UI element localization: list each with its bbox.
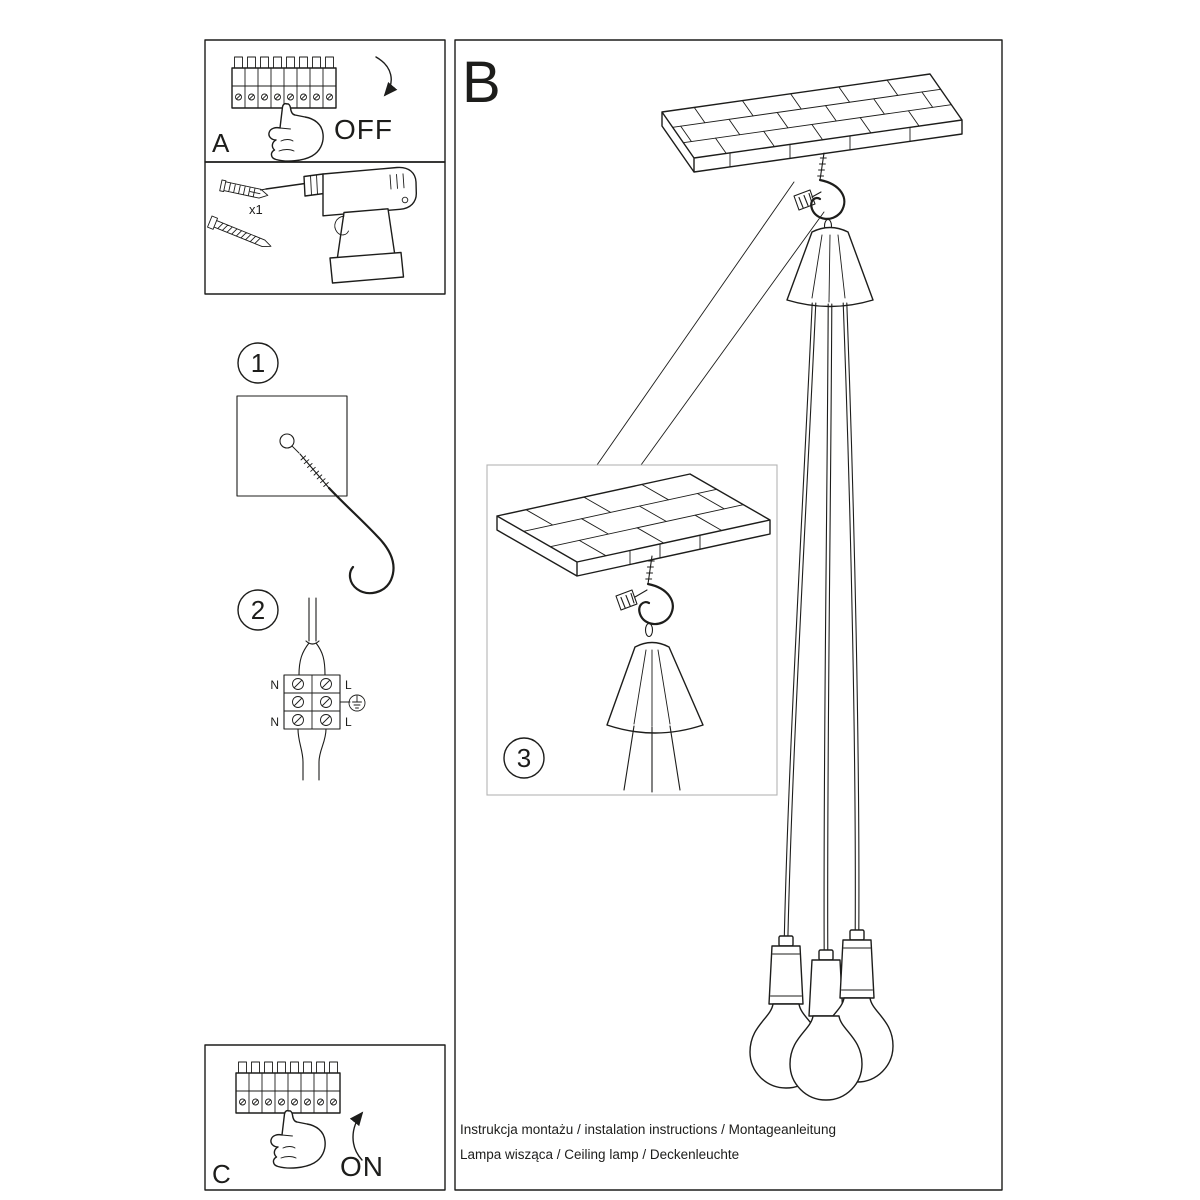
terminal-n-bottom-label: N (270, 715, 279, 729)
circuit-breaker-row-icon (235, 1061, 341, 1114)
canopy-cone (786, 226, 874, 308)
ceiling-hook-icon (615, 555, 674, 638)
pressing-hand-icon (270, 1109, 326, 1169)
footer-line-1: Instrukcja montażu / instalation instruc… (460, 1122, 836, 1137)
terminal-l-top-label: L (345, 678, 352, 692)
step-2-circle (237, 589, 279, 631)
lamp-socket-center (808, 949, 844, 1017)
earth-ground-icon (339, 694, 366, 712)
ceiling-square (236, 395, 348, 497)
panel-c-border (204, 1044, 446, 1191)
main-panel-frame (454, 39, 1003, 1191)
step-1: 1 (236, 342, 395, 595)
main-illustration: B (462, 50, 963, 1101)
step-1-number: 1 (251, 348, 265, 378)
circuit-breaker-row-icon (231, 56, 337, 109)
callout-lines (596, 181, 825, 466)
ceiling-slab (496, 473, 771, 577)
light-bulb-center (789, 1015, 863, 1101)
hook-screw-icon (279, 433, 395, 595)
step-2: 2 N L N L (237, 589, 366, 781)
footer-line-2: Lampa wisząca / Ceiling lamp / Deckenleu… (460, 1147, 739, 1162)
cordless-drill-icon (260, 166, 418, 284)
wood-screw-icon (207, 215, 272, 247)
step-1-circle (237, 342, 279, 384)
step-3-circle (503, 737, 545, 779)
step-3-number: 3 (517, 743, 531, 773)
lamp-socket-left (768, 935, 804, 1005)
power-cable-icon (298, 597, 326, 676)
tools-panel: x1 (204, 161, 446, 295)
lamp-socket-right (839, 929, 875, 999)
drill-hole (279, 433, 295, 449)
off-label: OFF (334, 114, 393, 145)
on-label: ON (340, 1151, 384, 1182)
terminal-n-top-label: N (270, 678, 279, 692)
panel-c: C ON (204, 1044, 446, 1191)
terminal-block-icon (283, 674, 341, 730)
ceiling-slab (661, 73, 963, 173)
wall-plug-anchor-icon (219, 179, 269, 199)
curved-arrow-up-icon (349, 1111, 364, 1161)
footer: Instrukcja montażu / instalation instruc… (460, 1122, 836, 1162)
tools-panel-border (204, 161, 446, 295)
terminal-l-bottom-label: L (345, 715, 352, 729)
panel-a-border (204, 39, 446, 163)
pendant-cables (783, 302, 860, 955)
canopy-cone (606, 641, 704, 793)
panel-a-label: A (212, 128, 230, 158)
curved-arrow-down-icon (375, 56, 398, 97)
panel-c-label: C (212, 1159, 231, 1189)
pressing-hand-icon (268, 102, 324, 162)
zoom-box-border (486, 464, 778, 796)
section-b-label: B (462, 50, 501, 115)
panel-a: A OFF (204, 39, 446, 163)
step-2-number: 2 (251, 595, 265, 625)
ceiling-hook-icon (793, 152, 846, 234)
anchor-count-label: x1 (249, 202, 263, 217)
zoom-detail-box: 3 (486, 181, 825, 796)
outgoing-wires (297, 728, 327, 781)
